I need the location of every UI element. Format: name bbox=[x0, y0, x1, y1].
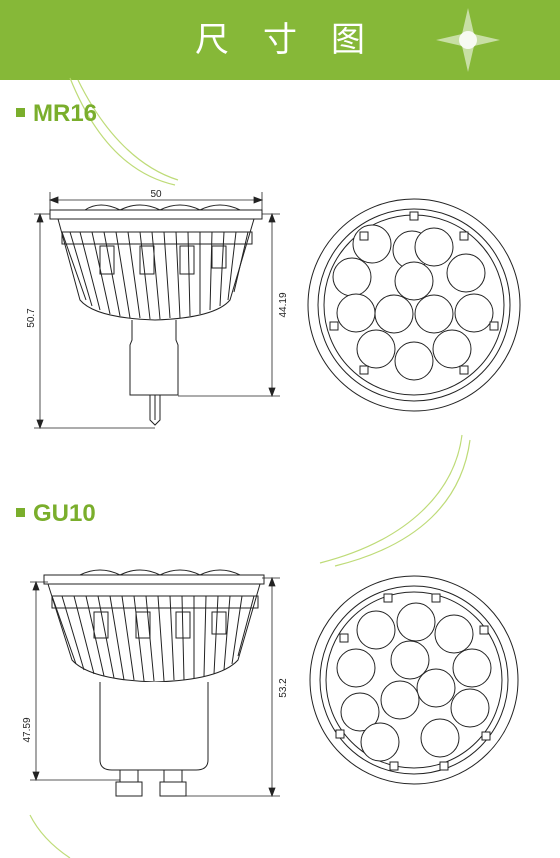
mr16-side-view bbox=[49, 204, 263, 426]
section-label-mr16: MR16 bbox=[16, 100, 97, 128]
mr16-front-view bbox=[307, 198, 521, 412]
mr16-width-label: 50 bbox=[150, 189, 162, 200]
bullet-square-icon bbox=[16, 508, 25, 518]
decorative-swoosh bbox=[29, 77, 471, 858]
mr16-dimension-lines bbox=[34, 192, 280, 430]
bullet-square-icon bbox=[16, 108, 25, 118]
gu10-dimension-lines bbox=[30, 576, 280, 798]
sparkle-icon bbox=[436, 8, 500, 72]
gu10-body-height-label: 53.2 bbox=[278, 678, 289, 698]
page-title: 尺寸图 bbox=[195, 20, 399, 60]
gu10-lower-height-label: 47.59 bbox=[22, 717, 33, 742]
gu10-side-view bbox=[43, 569, 265, 797]
mr16-total-height-label: 50.7 bbox=[26, 308, 37, 328]
mr16-body-height-label: 44.19 bbox=[278, 292, 289, 317]
gu10-front-view bbox=[309, 575, 519, 785]
section-label-gu10: GU10 bbox=[16, 500, 96, 528]
